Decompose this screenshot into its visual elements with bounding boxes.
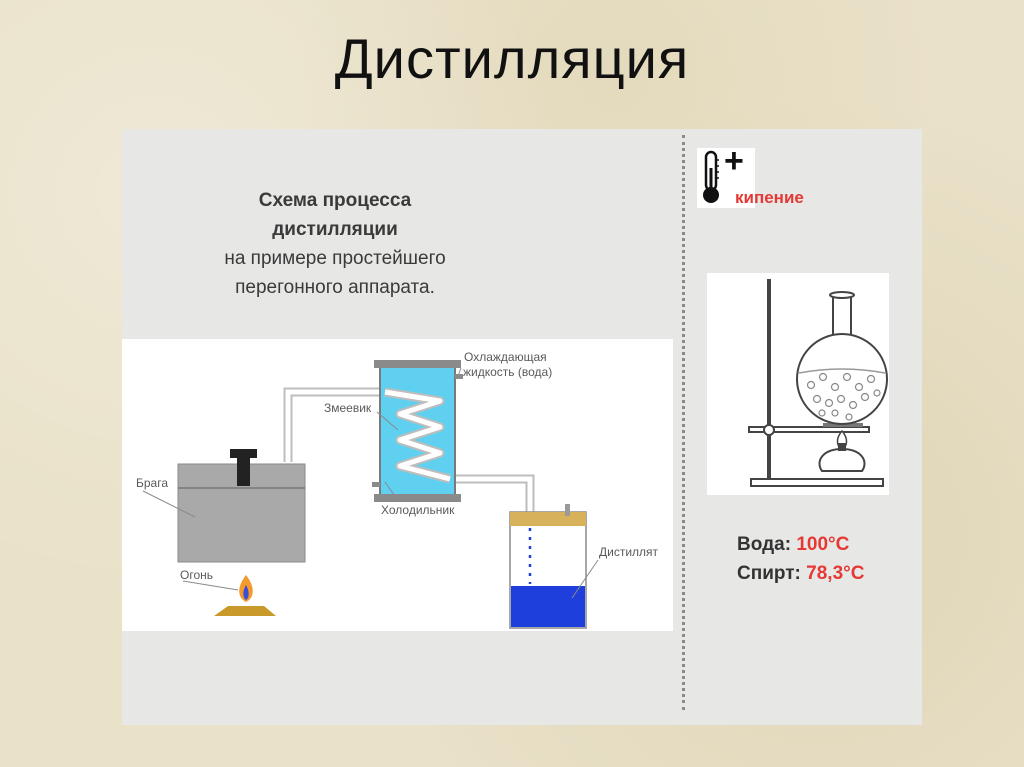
boiling-label: кипение [735, 188, 804, 207]
plus-icon: + [724, 142, 744, 180]
thermometer-icon [697, 148, 755, 208]
label-cooler: Холодильник [381, 503, 455, 517]
label-cooling-line-1: Охлаждающая [464, 350, 547, 364]
thermometer-plus: + [697, 142, 755, 208]
boiling-temperatures: Вода: 100°С Спирт: 78,3°С [737, 530, 864, 588]
flask-on-stand [748, 279, 888, 487]
caption-line-2: дистилляции [272, 219, 398, 240]
caption-line-3: на примере простейшего [224, 248, 446, 269]
caption-line-4: перегонного аппарата. [235, 277, 435, 298]
pot-valve [237, 456, 250, 486]
water-label: Вода: [737, 534, 792, 555]
label-cooling-line-2: жидкость (вода) [463, 365, 553, 379]
distillate-pipe [455, 474, 535, 512]
scheme-caption: Схема процесса дистилляции на примере пр… [150, 186, 520, 302]
label-fire: Огонь [180, 568, 213, 582]
distillate-liquid [511, 586, 585, 627]
water-temp-row: Вода: 100°С [737, 530, 864, 559]
flask-illustration [707, 273, 889, 495]
caption-line-1: Схема процесса [258, 190, 412, 211]
alcohol-label: Спирт: [737, 563, 801, 584]
label-distillate: Дистиллят [599, 545, 659, 559]
flame-icon [239, 575, 253, 602]
burner [214, 606, 276, 616]
slide-title: Дистилляция [334, 27, 690, 90]
alcohol-temp-row: Спирт: 78,3°С [737, 559, 864, 588]
label-coil: Змеевик [324, 401, 372, 415]
alcohol-value: 78,3°С [806, 563, 865, 584]
label-mash: Брага [136, 476, 169, 490]
water-value: 100°С [796, 534, 850, 555]
dotted-divider [682, 135, 685, 710]
